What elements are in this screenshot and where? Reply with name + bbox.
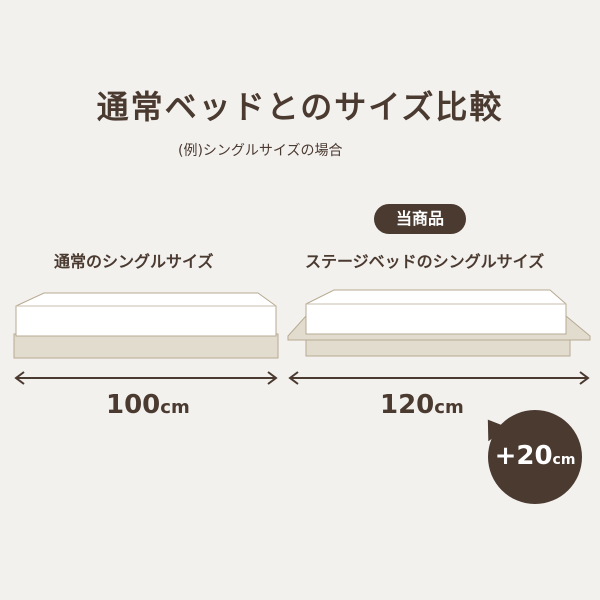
standard-width-arrow	[14, 371, 278, 385]
stage-width-value: 120cm	[380, 390, 464, 420]
difference-bubble: +20cm	[488, 410, 582, 504]
difference-text: +20cm	[488, 441, 582, 471]
stage-bed-label: ステージベッドのシングルサイズ	[305, 252, 545, 271]
page-subtitle: (例)シングルサイズの場合	[178, 143, 343, 159]
standard-bed-label: 通常のシングルサイズ	[54, 252, 214, 271]
standard-bed-mattress	[15, 292, 277, 337]
stage-bed-illustration	[287, 289, 591, 357]
stage-width-arrow	[288, 371, 590, 385]
stage-width-number: 120	[380, 390, 435, 420]
standard-width-unit: cm	[160, 397, 190, 418]
standard-width-number: 100	[106, 390, 161, 420]
stage-bed-mattress	[305, 289, 567, 335]
this-product-badge: 当商品	[374, 204, 466, 234]
standard-width-value: 100cm	[106, 390, 190, 420]
difference-unit: cm	[552, 452, 576, 468]
standard-bed-illustration	[13, 292, 279, 359]
stage-width-unit: cm	[434, 397, 464, 418]
difference-value: +20	[494, 441, 553, 471]
standard-bed-frame	[13, 333, 279, 359]
page-title: 通常ベッドとのサイズ比較	[96, 88, 504, 126]
stage-bed-base	[305, 339, 571, 357]
